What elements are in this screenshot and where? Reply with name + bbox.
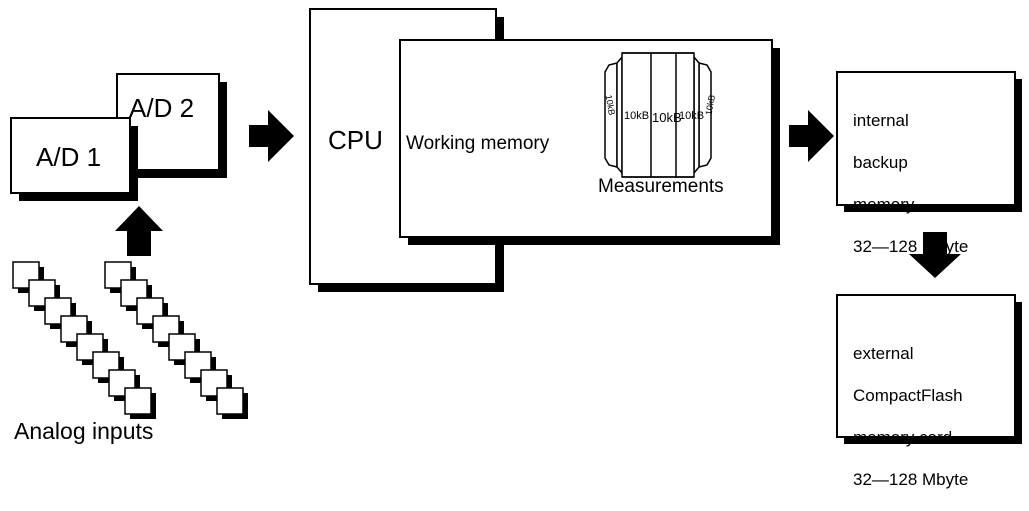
internal-memory-line: memory — [853, 195, 915, 214]
ad2-label: A/D 2 — [129, 93, 195, 123]
analog-inputs-label: Analog inputs — [14, 418, 154, 444]
internal-memory-line: internal — [853, 111, 909, 130]
internal-memory-line: 32—128 Mbyte — [853, 237, 969, 256]
arrow-down-icon — [909, 232, 961, 278]
ring-buffer-icon — [604, 52, 712, 178]
working-memory-label: Working memory — [406, 133, 550, 154]
ad1-label: A/D 1 — [36, 142, 102, 172]
measurements-label: Measurements — [598, 176, 724, 197]
ad1-box — [10, 117, 138, 201]
arrow-up-icon — [115, 206, 163, 256]
arrow-right-icon — [789, 110, 834, 162]
external-memory-box — [836, 294, 1022, 444]
external-memory-line: memory card — [853, 428, 953, 447]
internal-memory-text: internal backup memory 32—128 Mbyte — [853, 89, 968, 278]
buffer-cell-label: 10kB — [652, 110, 682, 125]
external-memory-line: external — [853, 344, 914, 363]
diagram-graphics — [10, 8, 1022, 444]
buffer-cell-label: 10kB — [624, 110, 650, 122]
analog-input-chain-right — [104, 261, 248, 419]
cpu-label: CPU — [328, 125, 383, 155]
external-memory-text: external CompactFlash memory card 32—128… — [853, 322, 968, 511]
internal-memory-box — [836, 71, 1022, 212]
external-memory-line: CompactFlash — [853, 386, 963, 405]
arrow-right-icon — [249, 110, 294, 162]
data-flow-diagram: A/D 2 A/D 1 CPU Working memory Measureme… — [10, 8, 1022, 489]
ad2-box — [116, 73, 227, 178]
analog-input-chain-left — [12, 261, 156, 419]
external-memory-line: 32—128 Mbyte — [853, 470, 969, 489]
buffer-cell-label: 10kB — [679, 110, 705, 122]
analog-input-array — [12, 261, 248, 419]
internal-memory-line: backup — [853, 153, 908, 172]
